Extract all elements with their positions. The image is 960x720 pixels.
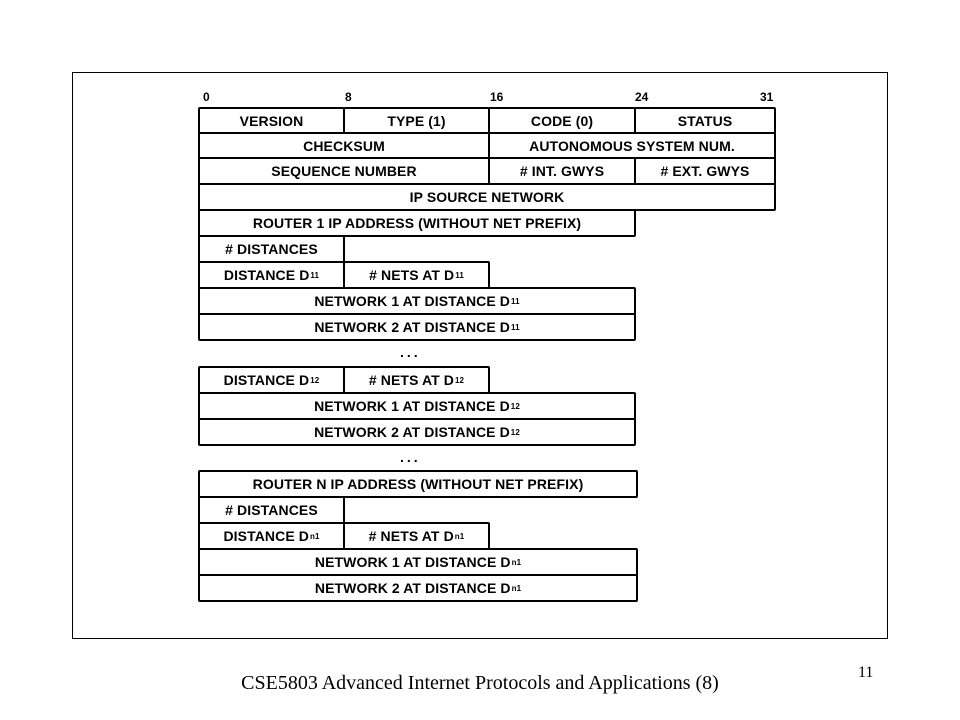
field-int-gwys: # INT. GWYS: [488, 157, 636, 185]
field-checksum: CHECKSUM: [198, 132, 490, 159]
page-number: 11: [858, 664, 874, 681]
field-distances-n: # DISTANCES: [198, 496, 345, 524]
bit-tick-24: 24: [635, 90, 649, 104]
field-code: CODE (0): [488, 107, 636, 134]
field-ext-gwys: # EXT. GWYS: [634, 157, 776, 185]
bit-tick-16: 16: [490, 90, 504, 104]
field-ip-source-network: IP SOURCE NETWORK: [198, 183, 776, 211]
field-sequence-number: SEQUENCE NUMBER: [198, 157, 490, 185]
field-distances-1: # DISTANCES: [198, 235, 345, 263]
ellipsis-2: ...: [400, 449, 421, 465]
bit-tick-31: 31: [760, 90, 774, 104]
ellipsis-1: ...: [400, 344, 421, 360]
field-router-1-ip-address: ROUTER 1 IP ADDRESS (WITHOUT NET PREFIX): [198, 209, 636, 237]
field-status: STATUS: [634, 107, 776, 134]
field-type: TYPE (1): [343, 107, 490, 134]
bit-tick-0: 0: [203, 90, 210, 104]
field-router-n-ip-address: ROUTER N IP ADDRESS (WITHOUT NET PREFIX): [198, 470, 638, 498]
bit-tick-8: 8: [345, 90, 352, 104]
field-autonomous-system-num: AUTONOMOUS SYSTEM NUM.: [488, 132, 776, 159]
slide-footer: CSE5803 Advanced Internet Protocols and …: [241, 672, 719, 694]
field-version: VERSION: [198, 107, 345, 134]
